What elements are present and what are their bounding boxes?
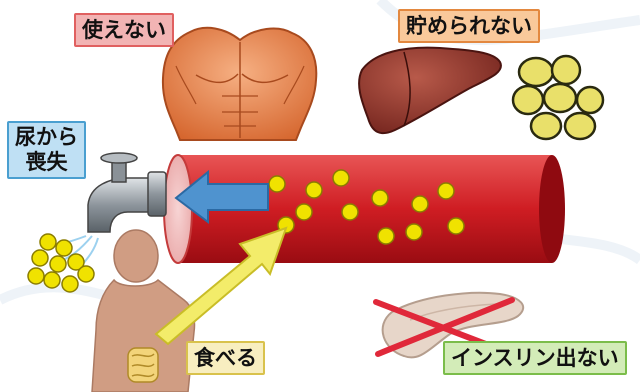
label-insulin: インスリン出ない: [443, 341, 627, 375]
spilled-glucose-dot: [44, 272, 60, 288]
glucose-dot: [306, 182, 322, 198]
fat-cells-icon: [513, 56, 603, 139]
glucose-dot: [269, 176, 285, 192]
label-muscle: 使えない: [74, 13, 174, 47]
glucose-dot: [296, 204, 312, 220]
label-eat: 食べる: [186, 341, 265, 375]
intestine-icon: [128, 348, 158, 382]
spilled-glucose-dot: [28, 268, 44, 284]
spilled-glucose-dot: [40, 234, 56, 250]
glucose-dot: [438, 183, 454, 199]
spilled-glucose-dot: [62, 276, 78, 292]
spilled-glucose-dot: [56, 240, 72, 256]
spilled-glucose-dot: [32, 250, 48, 266]
muscle-torso-icon: [163, 28, 316, 140]
label-urine: 尿から 喪失: [7, 121, 86, 179]
liver-icon: [359, 48, 501, 134]
label-liver: 貯められない: [398, 9, 540, 43]
faucet-icon: [88, 153, 166, 232]
spilled-glucose-dot: [50, 256, 66, 272]
label-urine-line1: 尿から: [15, 125, 78, 150]
glucose-dot: [333, 170, 349, 186]
spilled-glucose-dot: [78, 266, 94, 282]
glucose-dot: [372, 190, 388, 206]
glucose-dot: [448, 218, 464, 234]
glucose-dot: [412, 196, 428, 212]
label-urine-line2: 喪失: [15, 150, 78, 175]
glucose-dot: [378, 228, 394, 244]
glucose-dot: [342, 204, 358, 220]
glucose-dot: [406, 224, 422, 240]
